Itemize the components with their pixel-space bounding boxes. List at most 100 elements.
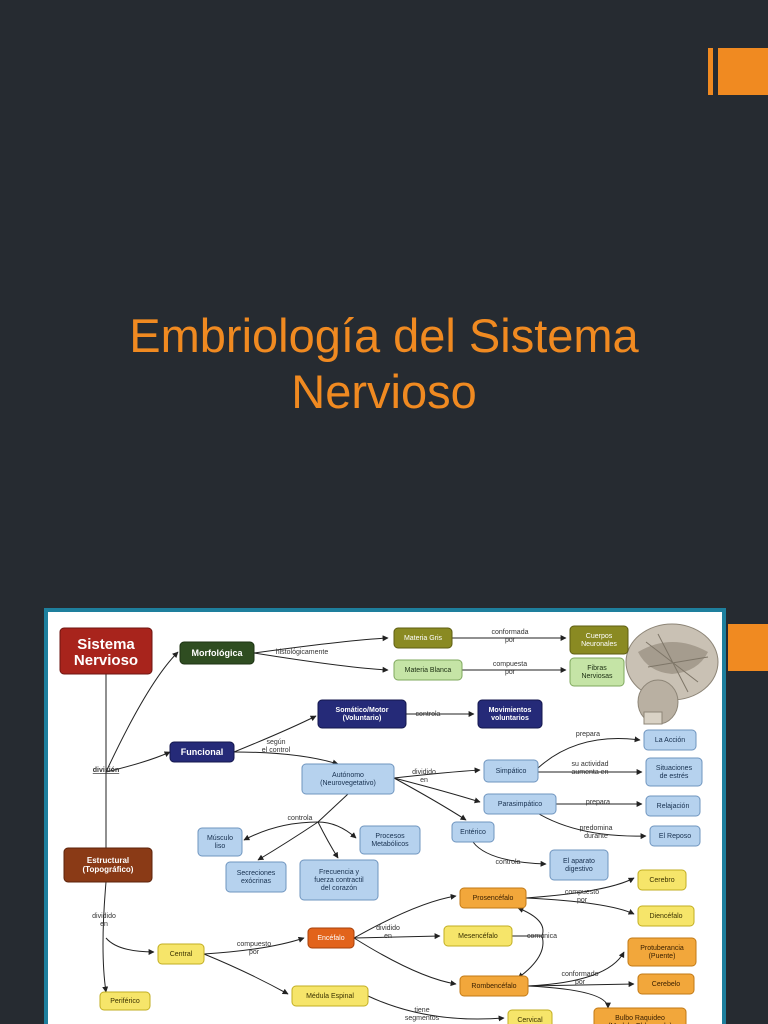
node-box-materia-gris [393,627,453,649]
node-prosencefalo: Prosencéfalo [459,887,527,909]
node-box-secreciones [225,861,287,893]
concept-map-connectors [102,635,647,1022]
connector-line-28 [353,893,457,939]
node-box-encefalo [307,927,355,949]
link-label-controla-autonomo: controla [288,815,313,822]
link-label-comunica: comunica [527,933,557,940]
node-box-periferico [99,991,151,1011]
node-box-movimientos [477,699,543,729]
node-label-bulbo: Bulbo Raquideo(Medula Oblongada) [608,1015,672,1024]
node-label-estructural: Estructural(Topográfico) [83,856,134,874]
connector-line-21 [317,821,339,859]
node-box-cervical [507,1009,553,1024]
connector-line-3 [253,635,389,654]
node-box-funcional [169,741,235,763]
node-cerebro: Cerebro [637,869,687,891]
connector-line-24 [105,937,155,955]
node-label-el-reposo: El Reposo [659,833,691,840]
node-cerebelo: Cerebelo [637,973,695,995]
node-label-medula: Médula Espinal [306,993,354,1000]
node-box-rombencefalo [459,975,529,997]
node-label-materia-blanca: Materia Blanca [405,667,452,674]
node-box-autonomo [301,763,395,795]
connector-line-30 [525,877,635,899]
node-box-parasimpatico [483,793,557,815]
connector-line-8 [233,751,339,766]
node-label-morfologica: Morfológica [192,648,244,658]
node-el-reposo: El Reposo [649,825,701,847]
skull-illustration-icon [625,623,719,725]
connector-line-36 [527,981,635,988]
node-relajacion: Relajación [645,795,701,817]
node-box-morfologica [179,641,255,665]
connector-line-18 [317,793,349,823]
node-medula: Médula Espinal [291,985,369,1007]
slide-title-line-2: Nervioso [291,365,477,418]
node-box-protuberancia [627,937,697,967]
connector-line-19 [243,821,319,841]
node-protuberancia: Protuberancia(Puente) [627,937,697,967]
accent-block-bottom [728,624,768,671]
node-rombencefalo: Rombencéfalo [459,975,529,997]
node-estructural: Estructural(Topográfico) [63,847,153,883]
connector-line-2 [105,751,171,773]
node-label-relajacion: Relajación [657,803,690,810]
link-label-histologicamente: histológicamente [276,649,329,656]
node-label-cerebro: Cerebro [649,877,674,884]
node-box-enterico [451,821,495,843]
node-label-cervical: Cervical [517,1017,543,1024]
node-morfologica: Morfológica [179,641,255,665]
node-box-procesos [359,825,421,855]
connector-line-13 [537,736,641,769]
node-encefalo: Encéfalo [307,927,355,949]
node-box-el-reposo [649,825,701,847]
connector-line-31 [525,897,635,915]
node-box-frecuencia [299,859,379,901]
node-label-enterico: Entérico [460,829,486,836]
connector-line-35 [527,951,625,987]
node-materia-gris: Materia Gris [393,627,453,649]
node-box-somatico [317,699,407,729]
node-label-rombencefalo: Rombencéfalo [471,983,516,990]
connector-line-4 [253,652,389,673]
connector-line-10 [393,767,481,779]
node-enterico: Entérico [451,821,495,843]
node-label-funcional: Funcional [181,747,224,757]
node-somatico: Somático/Motor(Voluntario) [317,699,407,729]
node-box-la-accion [643,729,697,751]
node-label-mesencefalo: Mesencéfalo [458,933,498,940]
node-box-prosencefalo [459,887,527,909]
connector-line-23 [102,881,109,993]
node-label-la-accion: La Acción [655,737,685,744]
node-label-cerebelo: Cerebelo [652,981,681,988]
connector-line-38 [367,995,505,1022]
node-box-relajacion [645,795,701,817]
node-box-situaciones [645,757,703,787]
connector-line-12 [393,777,467,821]
node-box-materia-blanca [393,659,463,681]
connector-line-17 [472,841,547,867]
node-bulbo: Bulbo Raquideo(Medula Oblongada) [593,1007,687,1024]
node-periferico: Periférico [99,991,151,1011]
node-la-accion: La Acción [643,729,697,751]
